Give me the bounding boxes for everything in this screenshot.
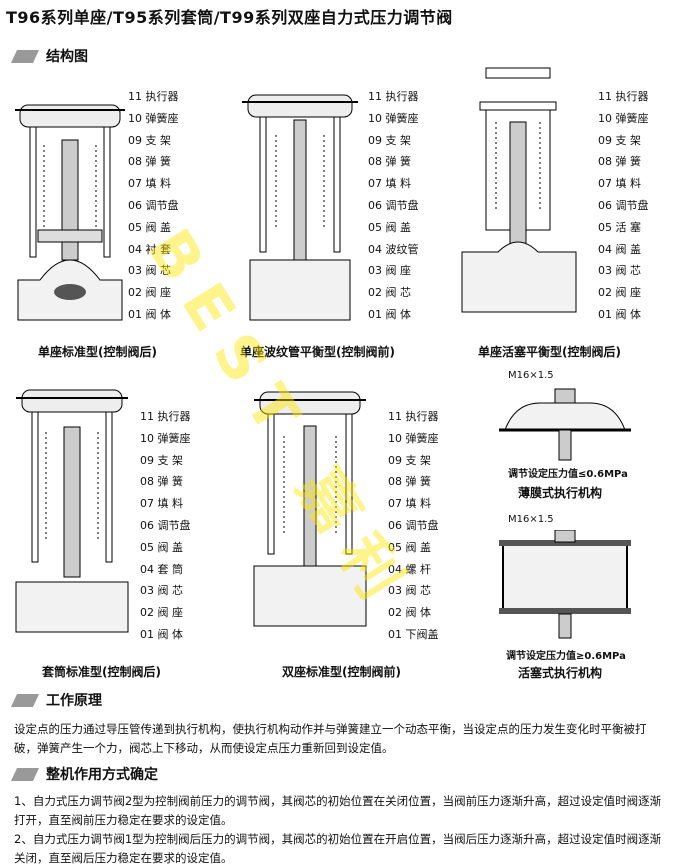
actuator-2-thread: M16×1.5	[508, 514, 554, 525]
mode-item-number: 1、	[14, 794, 33, 808]
part-label: 10 弹簧座	[388, 431, 439, 445]
section-mode-heading: 整机作用方式确定	[10, 764, 158, 784]
diagram-bellows-balanced	[242, 94, 358, 321]
part-label: 01 下阀盖	[388, 627, 439, 641]
section-marker-icon	[10, 693, 40, 707]
part-label: 09 支 架	[140, 453, 183, 467]
part-label: 01 阀 体	[140, 627, 183, 641]
part-label: 02 阀 座	[598, 286, 641, 300]
diagram-5-caption: 双座标准型(控制阀前)	[282, 665, 401, 679]
section-mode-label: 整机作用方式确定	[46, 767, 158, 783]
part-label: 10 弹簧座	[598, 111, 649, 125]
part-label: 08 弹 簧	[128, 155, 171, 169]
diagram-5-labels: 11 执行器 10 弹簧座 09 支 架 08 弹 簧 07 填 料 06 调节…	[388, 406, 439, 646]
section-structure-heading: 结构图	[10, 46, 88, 66]
part-label: 01 阀 体	[128, 307, 171, 321]
actuator-1-setting: 调节设定压力值≤0.6MPa	[508, 469, 628, 480]
mode-item: 1、自力式压力调节阀2型为控制阀前压力的调节阀，其阀芯的初始位置在关闭位置，当阀…	[14, 792, 666, 830]
actuator-1-thread: M16×1.5	[508, 370, 554, 381]
section-principle-label: 工作原理	[46, 693, 102, 709]
mode-item-text: 自力式压力调节阀2型为控制阀前压力的调节阀，其阀芯的初始位置在关闭位置，当阀前压…	[14, 794, 662, 827]
diagram-3-caption: 单座活塞平衡型(控制阀后)	[478, 345, 621, 359]
part-label: 11 执行器	[388, 410, 439, 423]
part-label: 09 支 架	[598, 133, 641, 147]
part-label: 07 填 料	[368, 177, 411, 191]
part-label: 02 阀 芯	[368, 286, 411, 300]
part-label: 08 弹 簧	[388, 475, 431, 489]
diagram-double-seat-standard	[253, 391, 367, 627]
section-principle-heading: 工作原理	[10, 690, 102, 710]
part-label: 05 阀 盖	[368, 220, 411, 234]
diagram-3-labels: 11 执行器 10 弹簧座 09 支 架 08 弹 簧 07 填 料 06 调节…	[598, 86, 649, 326]
diagram-1-caption: 单座标准型(控制阀后)	[38, 345, 157, 359]
diagram-4-caption: 套筒标准型(控制阀后)	[42, 665, 161, 679]
part-label: 11 执行器	[598, 90, 649, 103]
part-label: 01 阀 体	[368, 307, 411, 321]
part-label: 07 填 料	[140, 497, 183, 511]
part-label: 03 阀 芯	[128, 264, 171, 278]
part-label: 09 支 架	[368, 133, 411, 147]
section-marker-icon	[10, 49, 40, 63]
part-label: 02 阀 座	[140, 606, 183, 620]
part-label: 11 执行器	[140, 410, 191, 423]
actuator-2-name: 活塞式执行机构	[518, 666, 603, 680]
part-label: 04 螺 杆	[388, 562, 431, 576]
part-label: 02 阀 座	[128, 286, 171, 300]
part-label: 04 套 筒	[140, 562, 183, 576]
part-label: 04 波纹管	[368, 242, 419, 256]
part-label: 09 支 架	[388, 453, 431, 467]
diagram-2-labels: 11 执行器 10 弹簧座 09 支 架 08 弹 簧 07 填 料 06 调节…	[368, 86, 419, 326]
diagram-piston-balanced	[461, 67, 577, 313]
mode-item-number: 2、	[14, 832, 33, 846]
part-label: 05 阀 盖	[128, 220, 171, 234]
part-label: 06 调节盘	[140, 518, 191, 532]
diagram-2-caption: 单座波纹管平衡型(控制阀前)	[240, 345, 395, 359]
part-label: 03 阀 芯	[598, 264, 641, 278]
diagram-4-labels: 11 执行器 10 弹簧座 09 支 架 08 弹 簧 07 填 料 06 调节…	[140, 406, 191, 646]
page-title: T96系列单座/T95系列套筒/T99系列双座自力式压力调节阀	[6, 8, 453, 27]
part-label: 04 衬 套	[128, 242, 171, 256]
part-label: 08 弹 簧	[140, 475, 183, 489]
part-label: 08 弹 簧	[598, 155, 641, 169]
part-label: 11 执行器	[368, 90, 419, 103]
part-label: 10 弹簧座	[140, 431, 191, 445]
part-label: 10 弹簧座	[128, 111, 179, 125]
part-label: 05 阀 盖	[388, 540, 431, 554]
part-label: 05 阀 盖	[140, 540, 183, 554]
section-structure-label: 结构图	[46, 49, 88, 65]
part-label: 04 阀 盖	[598, 242, 641, 256]
part-label: 03 阀 芯	[140, 584, 183, 598]
part-label: 06 调节盘	[598, 198, 649, 212]
part-label: 10 弹簧座	[368, 111, 419, 125]
part-label: 06 调节盘	[128, 198, 179, 212]
part-label: 11 执行器	[128, 90, 179, 103]
actuator-1-name: 薄膜式执行机构	[518, 486, 603, 500]
mode-item: 2、自力式压力调节阀1型为控制阀后压力的调节阀，其阀芯的初始位置在开启位置，当阀…	[14, 830, 666, 868]
part-label: 08 弹 簧	[368, 155, 411, 169]
part-label: 07 填 料	[388, 497, 431, 511]
actuator-2-setting: 调节设定压力值≥0.6MPa	[506, 651, 626, 662]
part-label: 05 活 塞	[598, 220, 641, 234]
part-label: 03 阀 芯	[388, 584, 431, 598]
part-label: 09 支 架	[128, 133, 171, 147]
part-label: 01 阀 体	[598, 307, 641, 321]
section-marker-icon	[10, 767, 40, 781]
part-label: 06 调节盘	[388, 518, 439, 532]
diagram-sleeve-standard	[15, 389, 129, 633]
diagram-diaphragm-actuator	[499, 388, 631, 461]
principle-paragraph: 设定点的压力通过导压管传递到执行机构，使执行机构动作并与弹簧建立一个动态平衡，当…	[14, 722, 647, 755]
part-label: 07 填 料	[598, 177, 641, 191]
diagram-piston-actuator	[499, 530, 631, 639]
diagram-1-labels: 11 执行器 10 弹簧座 09 支 架 08 弹 簧 07 填 料 06 调节…	[128, 86, 179, 326]
part-label: 07 填 料	[128, 177, 171, 191]
diagram-single-seat-standard	[15, 104, 125, 321]
mode-item-text: 自力式压力调节阀1型为控制阀后压力的调节阀，其阀芯的初始位置在开启位置，当阀后压…	[14, 832, 662, 865]
part-label: 03 阀 座	[368, 264, 411, 278]
part-label: 02 阀 体	[388, 606, 431, 620]
part-label: 06 调节盘	[368, 198, 419, 212]
